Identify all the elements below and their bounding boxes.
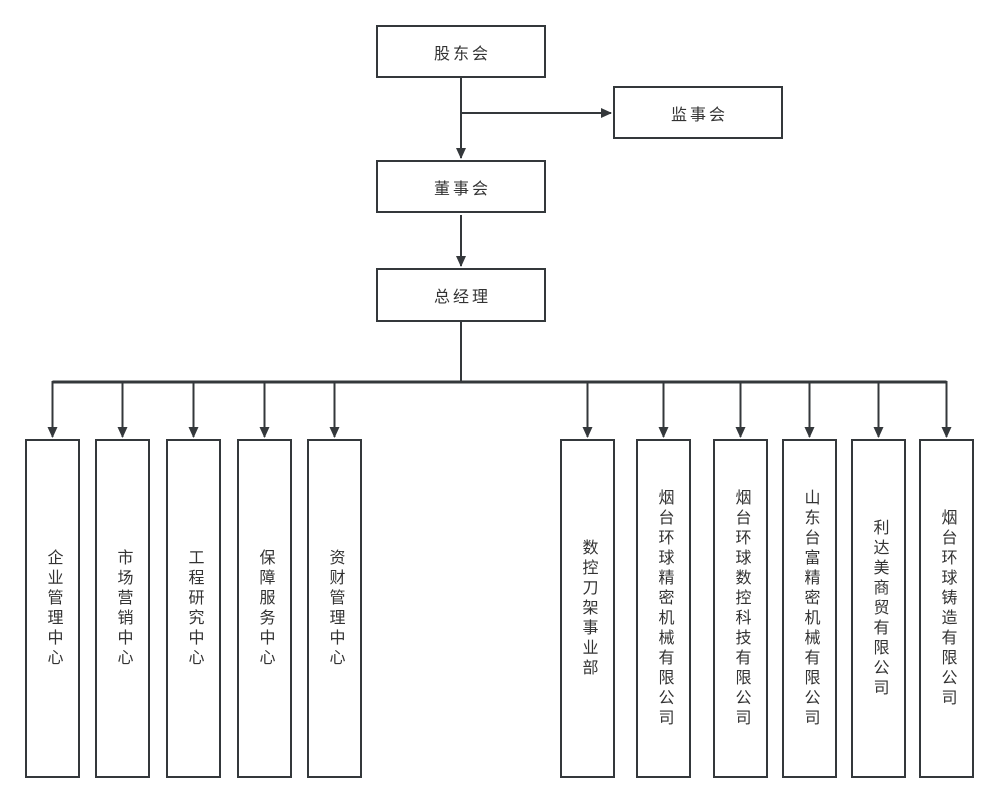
node-general-manager: 总经理 xyxy=(376,268,546,322)
node-label: 董事会 xyxy=(433,180,491,198)
node-label: 烟台环球铸造有限公司 xyxy=(938,508,956,709)
node-label: 监事会 xyxy=(670,106,728,124)
node-marketing-center: 市场营销中心 xyxy=(95,439,150,778)
node-lidamei-trading: 利达美商贸有限公司 xyxy=(851,439,906,778)
node-shareholders-meeting: 股东会 xyxy=(376,25,546,78)
node-label: 资财管理中心 xyxy=(326,548,344,669)
node-supervisory-board: 监事会 xyxy=(613,86,783,139)
node-label: 市场营销中心 xyxy=(114,548,132,669)
node-board-of-directors: 董事会 xyxy=(376,160,546,213)
node-shandong-taifu-precision-machinery: 山东台富精密机械有限公司 xyxy=(782,439,837,778)
node-label: 烟台环球精密机械有限公司 xyxy=(655,488,673,729)
node-yantai-universal-casting: 烟台环球铸造有限公司 xyxy=(919,439,974,778)
node-label: 工程研究中心 xyxy=(185,548,203,669)
node-yantai-universal-cnc-technology: 烟台环球数控科技有限公司 xyxy=(713,439,768,778)
node-label: 企业管理中心 xyxy=(44,548,62,669)
node-engineering-research-center: 工程研究中心 xyxy=(166,439,221,778)
node-cnc-tool-turret-division: 数控刀架事业部 xyxy=(560,439,615,778)
node-label: 利达美商贸有限公司 xyxy=(870,518,888,699)
node-label: 保障服务中心 xyxy=(256,548,274,669)
node-enterprise-management-center: 企业管理中心 xyxy=(25,439,80,778)
node-asset-management-center: 资财管理中心 xyxy=(307,439,362,778)
node-label: 总经理 xyxy=(433,289,491,306)
node-yantai-universal-precision-machinery: 烟台环球精密机械有限公司 xyxy=(636,439,691,778)
node-label: 山东台富精密机械有限公司 xyxy=(801,488,819,729)
node-label: 烟台环球数控科技有限公司 xyxy=(732,488,750,729)
node-support-service-center: 保障服务中心 xyxy=(237,439,292,778)
node-label: 数控刀架事业部 xyxy=(579,538,597,679)
node-label: 股东会 xyxy=(433,45,491,63)
